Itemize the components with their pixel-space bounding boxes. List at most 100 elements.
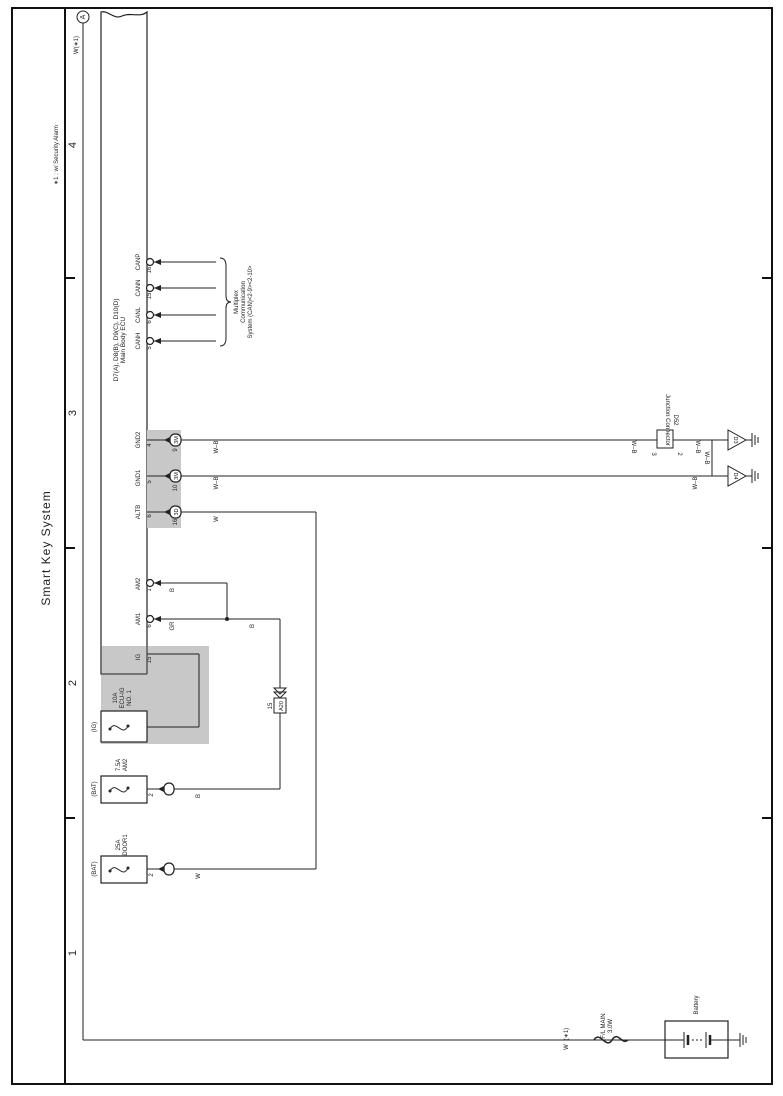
ecu-name-label: Main Body ECU [120,317,127,364]
section-number-3: 3 [67,410,79,416]
can-pin-canh: CANH 5 [136,332,216,350]
svg-text:6: 6 [147,320,153,324]
svg-text:16: 16 [173,518,179,525]
svg-text:D4: D4 [732,472,738,479]
page-frame [11,7,773,1085]
fuse-am2: 7.5A AM2 (BAT) 2 [92,758,175,804]
svg-text:9: 9 [173,448,179,452]
svg-text:2: 2 [149,873,155,877]
svg-text:Battery: Battery [694,995,700,1014]
svg-text:F/L MAIN: F/L MAIN [601,1013,607,1038]
svg-text:1: 1 [147,588,153,592]
fuse-ecu-ig: 10A ECU-IG NO. 1 (IG) [92,687,148,743]
svg-text:25A: 25A [116,840,122,851]
altb-wire-label: W [214,516,220,522]
junction-wire-label-left: W–B [630,440,636,453]
section-number-1: 1 [67,950,79,956]
ig-circuit: IG 15 [136,653,200,728]
w-star-label: W(∗1) [74,36,80,54]
svg-text:A: A [80,14,87,19]
multiplex-line1: Multiplex [234,290,240,314]
svg-text:5: 5 [147,480,153,484]
section-ticks-left [65,277,75,819]
can-pin-canl: CANL 6 [136,306,216,324]
svg-text:ECU-IG: ECU-IG [120,687,126,708]
svg-text:3M: 3M [174,436,180,444]
svg-text:CANN: CANN [136,279,142,296]
multiplex-line3: System (CAN)<2-9><2-10> [248,265,254,339]
svg-text:16: 16 [147,266,153,273]
svg-text:CANH: CANH [136,332,142,349]
ignition-switch-a20: A20 15 [172,687,288,790]
gnd2-wire-label: W–B [214,440,220,453]
svg-text:CANL: CANL [136,306,142,323]
svg-text:NO. 1: NO. 1 [127,690,133,706]
page-title: Smart Key System [39,490,53,605]
section-number-4: 4 [67,142,79,148]
can-pin-canp: CANP 16 [136,254,216,273]
fusible-link-fl-main: F/L MAIN 3.0W [593,1013,629,1044]
svg-text:AM1: AM1 [136,612,142,625]
svg-text:2: 2 [676,452,682,456]
svg-text:A20: A20 [279,701,285,711]
junction-connector-d52: D52 Junction Connector 3 2 [650,394,682,456]
svg-text:4: 4 [147,443,153,447]
multiplex-bracket [219,257,232,347]
gnd1-circuit: GND1 5 10 3M [136,469,712,491]
ground-d4: D4 [712,465,759,487]
svg-text:AM2: AM2 [136,577,142,590]
main-body-ecu [100,10,148,675]
am2-fuse-wire-label: B [196,794,202,798]
svg-text:15: 15 [268,702,274,709]
svg-text:(BAT): (BAT) [92,781,98,796]
altb-circuit: ALTB 6 16 3D [136,505,317,870]
svg-text:(IG): (IG) [92,722,98,732]
door-fuse-wire-label: W [196,873,202,879]
ground-tie-label: W–B [703,451,709,464]
svg-text:6: 6 [147,514,153,518]
gnd2-circuit: GND2 4 9 3M [136,431,712,452]
svg-text:ALTB: ALTB [136,505,142,520]
fl-main-wire-label: W [564,1044,570,1050]
am2-wire-label: B [170,588,176,592]
svg-text:IG: IG [136,654,142,661]
svg-text:2: 2 [149,793,155,797]
ecu-connectors-label: D7(A), D8(B), D9(C), D10(D) [113,298,120,381]
section-number-2: 2 [67,680,79,686]
svg-text:GND2: GND2 [136,431,142,448]
svg-text:3D: 3D [174,508,180,515]
junction-wire-label-right: W–B [694,440,700,453]
am1-circuit: AM1 6 [136,612,281,688]
svg-text:3: 3 [650,452,656,456]
section-ticks-right [762,277,772,819]
am1-wire-label-gr: GR [170,621,176,631]
fuse-door1: 25A DOOR1 (BAT) 2 [92,834,175,884]
svg-text:7.5A: 7.5A [116,759,122,771]
can-pin-cann: CANN 15 [136,279,216,299]
svg-text:CANP: CANP [136,254,142,271]
svg-text:6: 6 [147,624,153,628]
svg-text:10A: 10A [113,693,119,704]
am1-wire-label-b: B [250,624,256,628]
svg-text:15: 15 [147,292,153,299]
gnd1-wire-label: W–B [214,476,220,489]
svg-text:Junction Connector: Junction Connector [664,394,670,446]
svg-text:DOOR1: DOOR1 [123,834,129,856]
fl-main-star-label: (∗1) [564,1028,570,1040]
svg-text:AM2: AM2 [123,758,129,771]
svg-text:15: 15 [147,656,153,663]
svg-text:3M: 3M [174,472,180,480]
svg-text:(BAT): (BAT) [92,861,98,876]
svg-text:3.0W: 3.0W [608,1019,614,1033]
svg-text:5: 5 [147,346,153,350]
gnd1-wire-label-right: W–B [693,476,699,489]
multiplex-line2: Communication [241,281,247,323]
svg-text:10: 10 [173,484,179,491]
svg-text:D52: D52 [672,414,678,426]
svg-text:D3: D3 [732,436,738,443]
ground-d3: D3 [712,429,759,451]
am2-circuit: AM2 1 [136,577,228,619]
security-alarm-note: ∗1 : w/ Security Alarm [54,125,60,185]
battery: Battery [664,995,747,1059]
